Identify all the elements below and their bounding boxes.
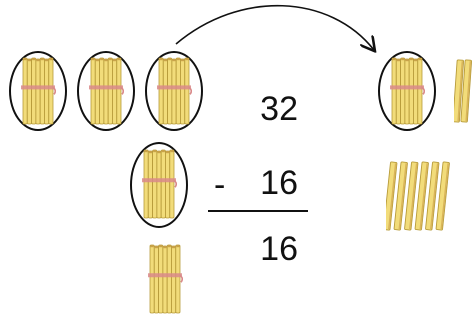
minus-sign: - (214, 166, 226, 204)
bundle-ring-5 (378, 51, 436, 131)
answer-line (208, 210, 308, 212)
subtrahend: 16 (260, 164, 298, 202)
bundle-icon (21, 57, 56, 125)
bundle-icon (390, 57, 425, 125)
bundle-icon (89, 57, 124, 125)
minuend: 32 (260, 90, 298, 128)
bundle-ring-3 (145, 51, 203, 131)
loose-sticks-row (386, 161, 450, 231)
bundle-icon (157, 57, 192, 125)
bundle-ring-2 (77, 51, 135, 131)
bundle-icon (142, 149, 177, 219)
bundle-icon (148, 244, 183, 314)
bundle-ring-1 (9, 51, 67, 131)
bundle-ring-4 (130, 142, 188, 228)
loose-sticks-pair (454, 59, 472, 123)
difference: 16 (260, 230, 298, 268)
